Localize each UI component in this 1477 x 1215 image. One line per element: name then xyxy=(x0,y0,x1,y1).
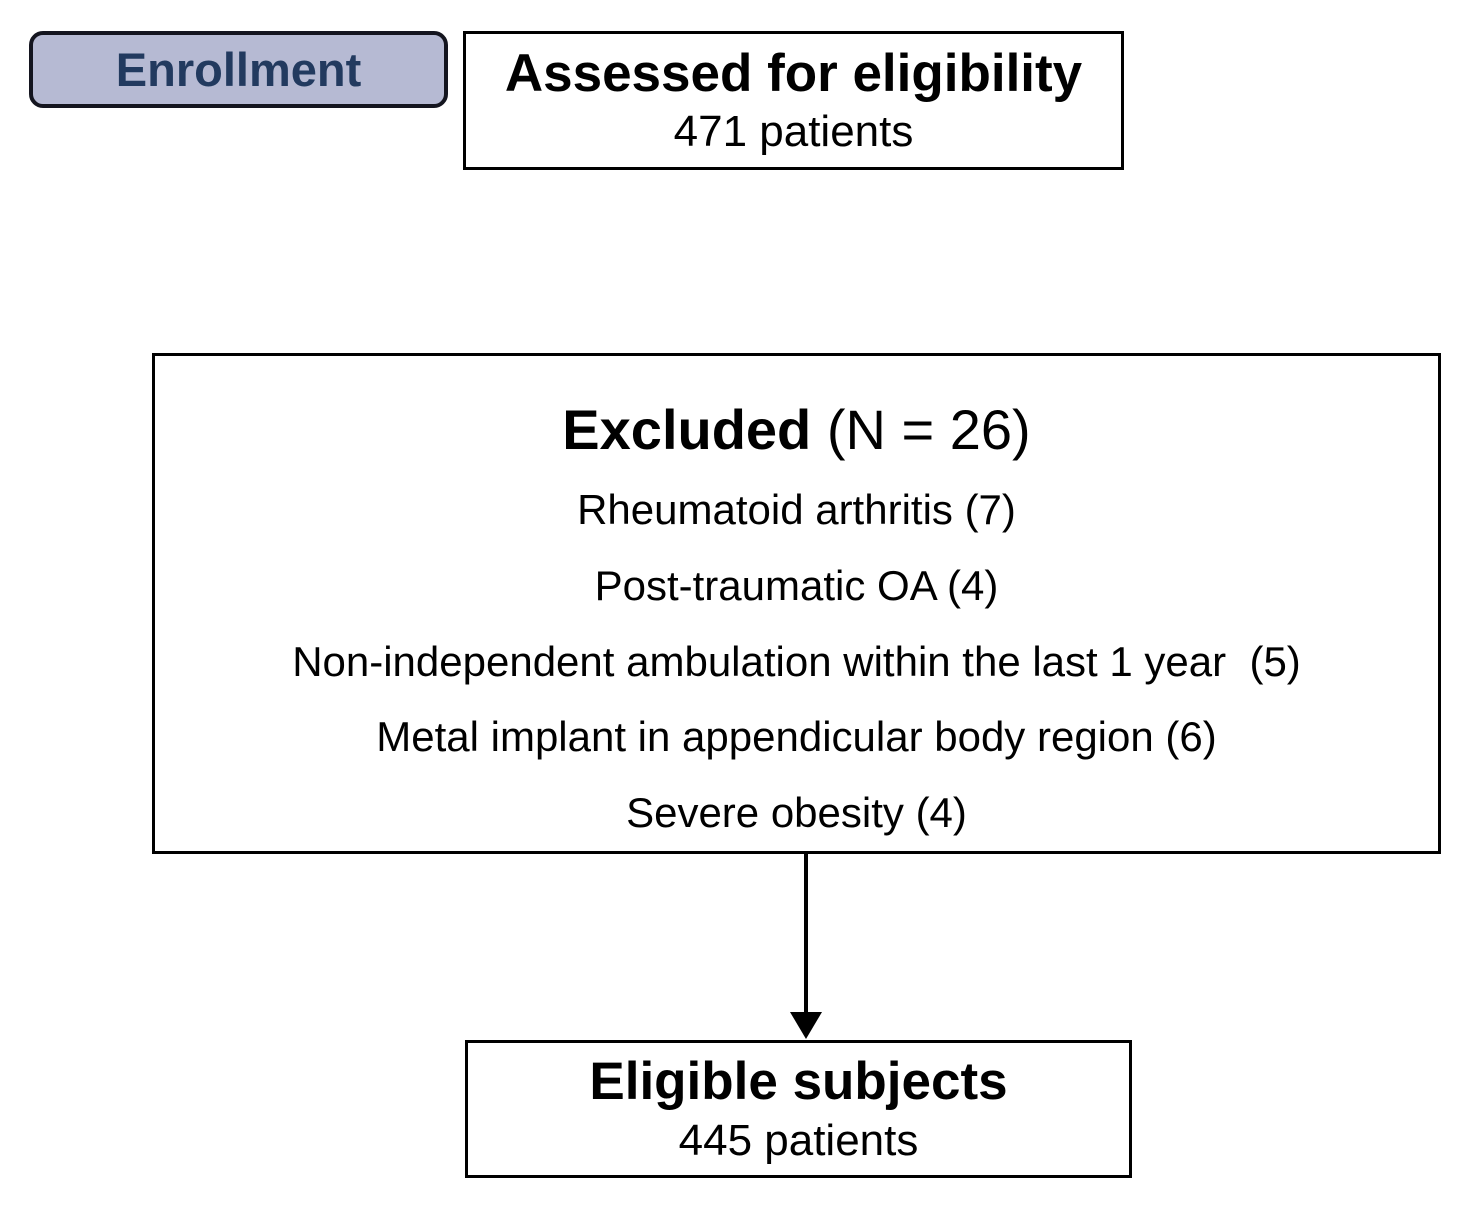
assessed-title: Assessed for eligibility xyxy=(504,43,1083,103)
exclusion-reason-metal-implant: Metal implant in appendicular body regio… xyxy=(376,713,1217,761)
excluded-title-count: (N = 26) xyxy=(811,397,1031,461)
eligible-title: Eligible subjects xyxy=(589,1052,1008,1112)
down-arrow-head-icon xyxy=(790,1012,822,1039)
excluded-title-label: Excluded xyxy=(562,397,812,461)
enrollment-stage-label: Enrollment xyxy=(29,31,448,108)
excluded-box: Excluded (N = 26) Rheumatoid arthritis (… xyxy=(152,353,1441,854)
eligible-patient-count: 445 patients xyxy=(678,1115,919,1165)
eligible-subjects-box: Eligible subjects 445 patients xyxy=(465,1040,1132,1178)
assessed-for-eligibility-box: Assessed for eligibility 471 patients xyxy=(463,31,1124,170)
excluded-title: Excluded (N = 26) xyxy=(562,386,1030,473)
down-arrow-line xyxy=(804,854,808,1014)
assessed-patient-count: 471 patients xyxy=(673,107,914,157)
exclusion-reason-post-traumatic-oa: Post-traumatic OA (4) xyxy=(594,562,999,610)
exclusion-reason-non-independent-ambulation: Non-independent ambulation within the la… xyxy=(292,637,1301,685)
exclusion-reason-rheumatoid-arthritis: Rheumatoid arthritis (7) xyxy=(577,486,1016,534)
exclusion-reason-severe-obesity: Severe obesity (4) xyxy=(626,789,967,837)
